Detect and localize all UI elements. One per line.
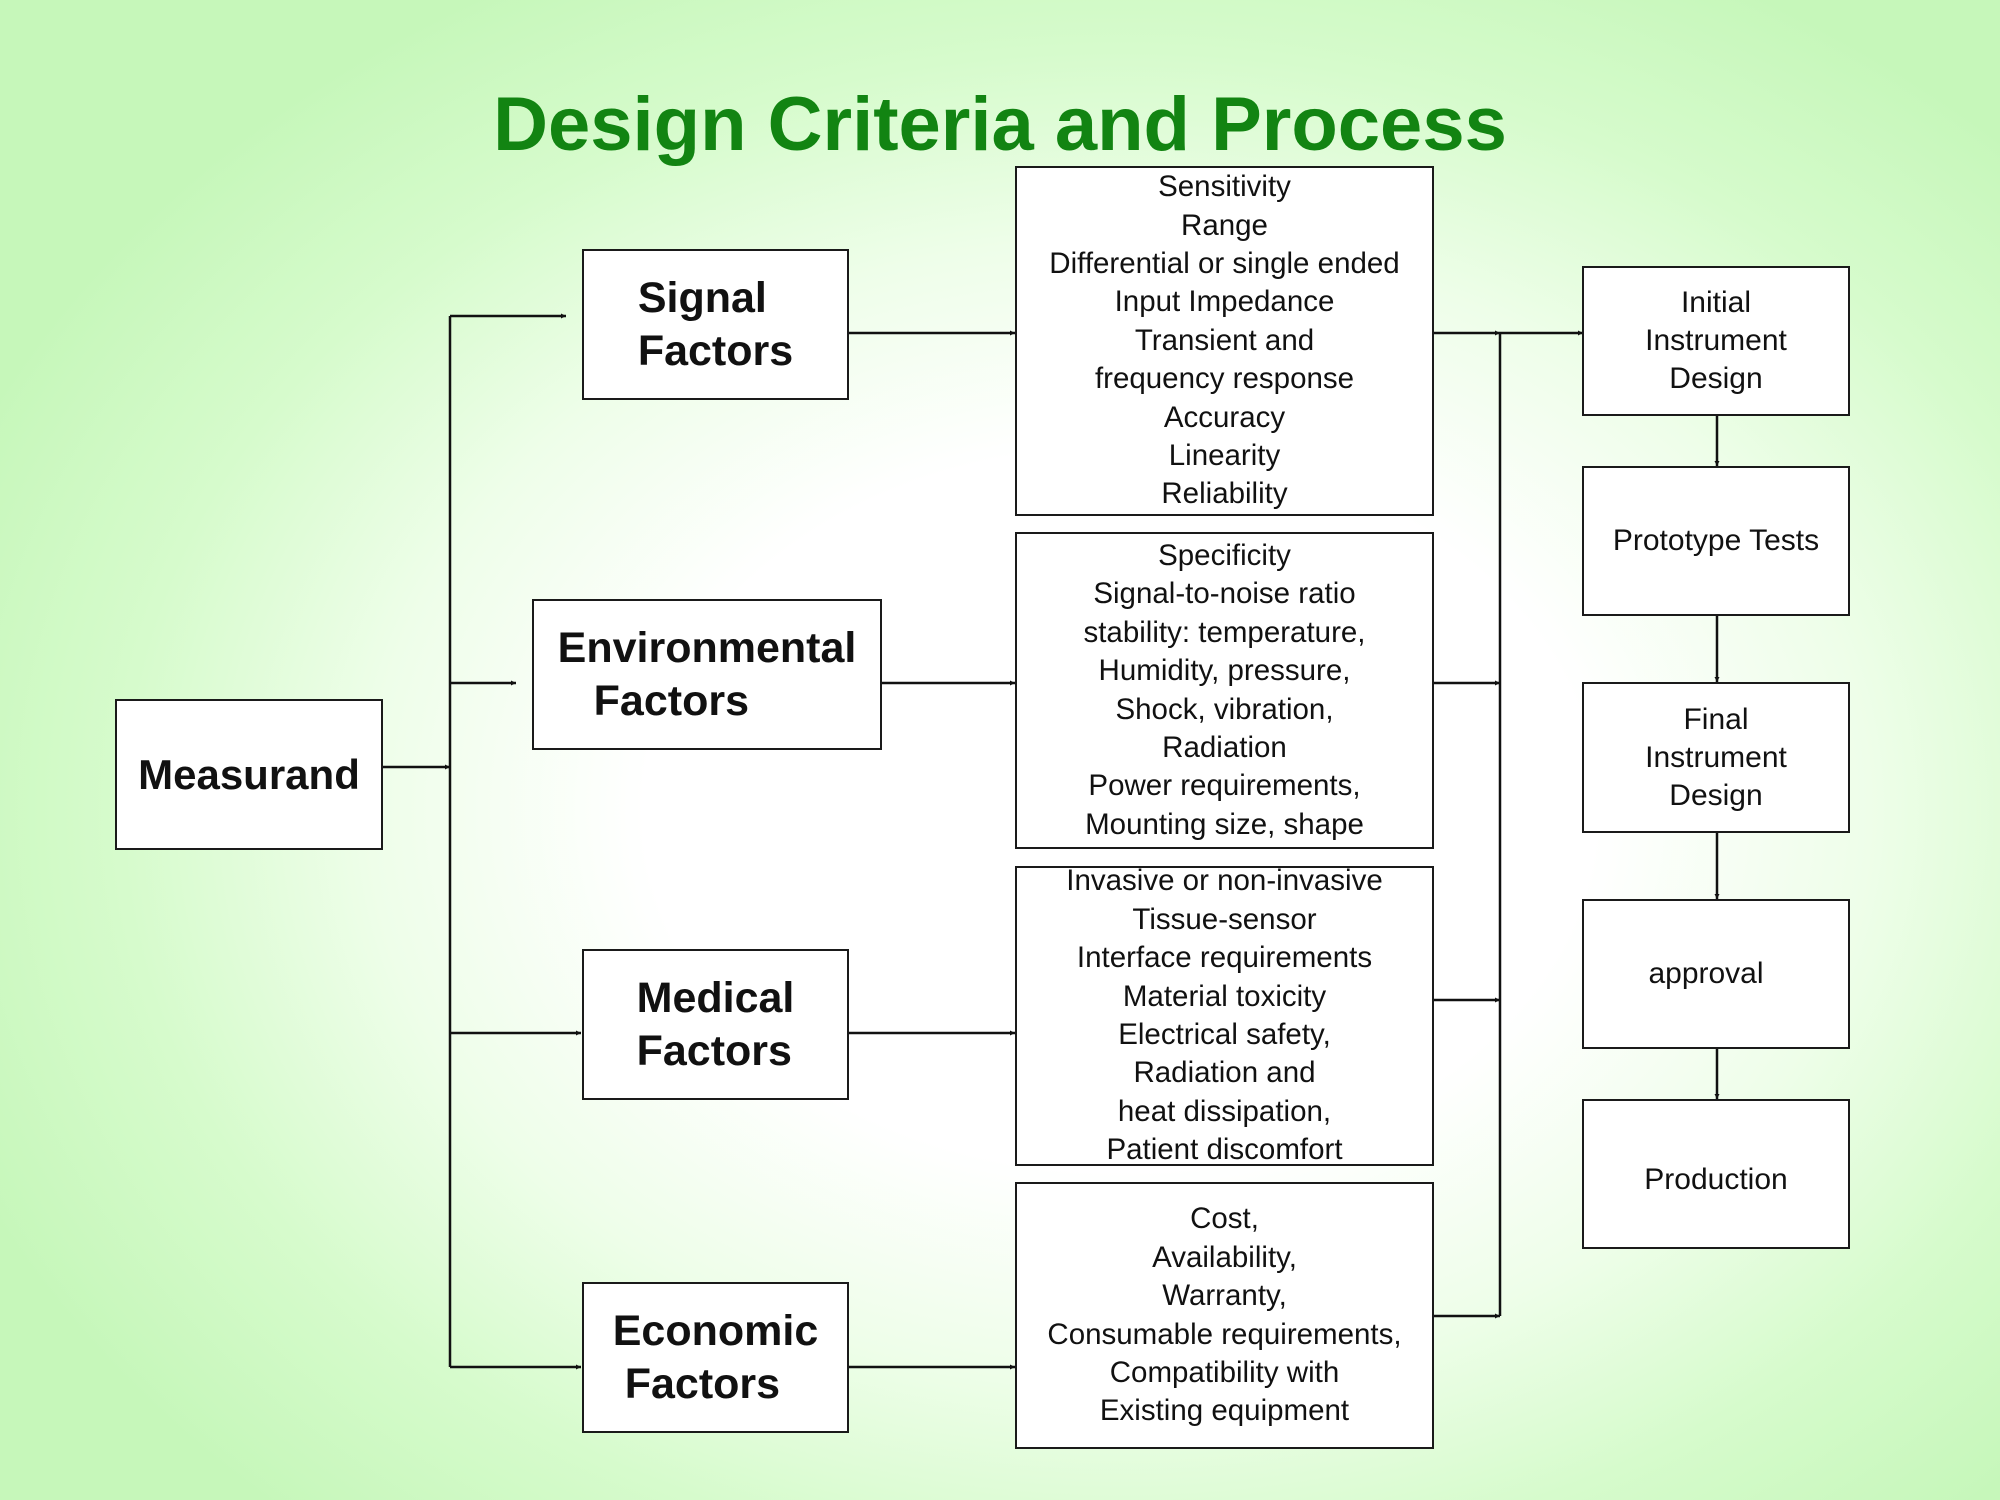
criteria-item: Accuracy [1163, 400, 1286, 434]
economic-factors-label: Economic Factors [613, 1305, 819, 1411]
process-line: Design [1669, 778, 1763, 812]
criteria-item: Shock, vibration, [1115, 692, 1334, 726]
initial-design-label: Initial Instrument Design [1645, 284, 1787, 398]
criteria-item: Compatibility with [1109, 1355, 1340, 1389]
signal-factors-label: Signal Factors [638, 272, 793, 378]
criteria-item: Tissue-sensor [1132, 902, 1317, 936]
process-line: Instrument [1645, 324, 1787, 357]
economic-factors-line: Factors [624, 1359, 781, 1408]
approval-label: approval [1648, 957, 1764, 990]
criteria-item: Radiation and [1133, 1056, 1316, 1090]
criteria-item: Cost, [1190, 1202, 1259, 1236]
criteria-item: frequency response [1094, 362, 1355, 396]
environmental-criteria-box: Specificity Signal-to-noise ratio stabil… [1015, 532, 1434, 849]
medical-criteria-box: Invasive or non-invasive Tissue-sensor I… [1015, 864, 1434, 1167]
signal-factors-box: Signal Factors [582, 249, 849, 400]
economic-criteria-box: Cost, Availability, Warranty, Consumable… [1015, 1182, 1434, 1449]
criteria-item: Reliability [1161, 477, 1288, 511]
criteria-item: Availability, [1152, 1240, 1297, 1274]
environmental-factors-label: Environmental Factors [558, 622, 857, 728]
environmental-factors-box: Environmental Factors [532, 599, 882, 750]
environmental-factors-line: Environmental [557, 623, 857, 672]
prototype-tests-label: Prototype Tests [1612, 524, 1820, 557]
criteria-item: Interface requirements [1076, 941, 1373, 975]
diagram-title: Design Criteria and Process [493, 82, 1507, 167]
economic-factors-box: Economic Factors [582, 1282, 849, 1433]
production-label: Production [1644, 1163, 1788, 1196]
criteria-item: Patient discomfort [1106, 1133, 1343, 1167]
signal-criteria-box: Sensitivity Range Differential or single… [1015, 166, 1434, 516]
signal-factors-line: Factors [637, 326, 794, 375]
criteria-item: stability: temperature, [1083, 615, 1366, 649]
criteria-item: Specificity [1158, 538, 1291, 572]
process-line: Final [1683, 702, 1749, 736]
process-line: Instrument [1645, 740, 1787, 774]
medical-factors-box: Medical Factors [582, 949, 849, 1100]
criteria-item: heat dissipation, [1117, 1094, 1332, 1128]
environmental-factors-line: Factors [593, 676, 749, 725]
criteria-item: Invasive or non-invasive [1066, 864, 1383, 898]
criteria-item: Radiation [1162, 730, 1287, 764]
medical-factors-line: Medical [636, 973, 795, 1022]
criteria-item: Electrical safety, [1118, 1018, 1331, 1051]
production-box: Production [1582, 1099, 1850, 1249]
criteria-item: Consumable requirements, [1047, 1317, 1402, 1351]
criteria-item: Input Impedance [1114, 285, 1335, 319]
criteria-item: Warranty, [1162, 1279, 1287, 1313]
criteria-item: Range [1181, 208, 1268, 242]
criteria-item: Differential or single ended [1049, 246, 1400, 280]
economic-factors-line: Economic [612, 1306, 819, 1355]
criteria-item: Linearity [1168, 439, 1281, 473]
criteria-item: Humidity, pressure, [1098, 654, 1351, 688]
final-design-box: Final Instrument Design [1582, 682, 1850, 833]
criteria-item: Material toxicity [1122, 979, 1327, 1013]
final-design-label: Final Instrument Design [1645, 701, 1787, 815]
criteria-item: Power requirements, [1088, 769, 1361, 803]
process-line: Initial [1680, 286, 1752, 319]
criteria-item: Existing equipment [1099, 1394, 1350, 1428]
measurand-box: Measurand [115, 699, 383, 850]
criteria-item: Transient and [1134, 323, 1315, 357]
medical-factors-label: Medical Factors [637, 972, 795, 1078]
criteria-item: Signal-to-noise ratio [1093, 577, 1356, 611]
measurand-label: Measurand [138, 751, 360, 798]
criteria-item: Sensitivity [1158, 170, 1291, 204]
process-line: Design [1669, 362, 1763, 395]
prototype-tests-box: Prototype Tests [1582, 466, 1850, 616]
initial-design-box: Initial Instrument Design [1582, 266, 1850, 416]
criteria-item: Mounting size, shape [1085, 807, 1364, 841]
approval-box: approval [1582, 899, 1850, 1049]
signal-factors-line: Signal [637, 273, 767, 322]
medical-factors-line: Factors [636, 1026, 792, 1075]
